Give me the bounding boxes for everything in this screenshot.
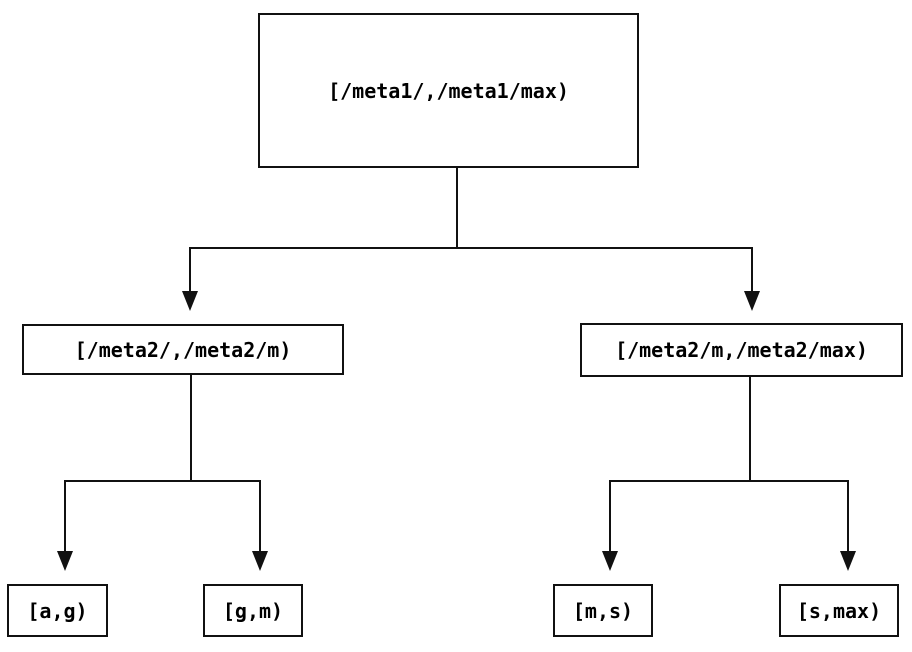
tree-node-root-label: [/meta1/,/meta1/max)	[328, 78, 569, 103]
arrowhead-icon	[182, 291, 198, 311]
tree-node-leaf-ag: [a,g)	[7, 584, 108, 637]
edge-meta2-low-to-leaf-gm	[191, 480, 268, 571]
arrowhead-icon	[602, 551, 618, 571]
tree-node-leaf-ms: [m,s)	[553, 584, 653, 637]
arrowhead-icon	[252, 551, 268, 571]
edge-meta2-low-to-leaf-ag	[57, 375, 192, 571]
tree-node-root: [/meta1/,/meta1/max)	[258, 13, 639, 168]
tree-node-leaf-smax: [s,max)	[779, 584, 899, 637]
tree-node-leaf-ag-label: [a,g)	[27, 598, 88, 623]
edge-meta2-high-to-leaf-smax	[750, 480, 856, 571]
edge-root-to-meta2-high	[457, 247, 760, 311]
tree-node-leaf-gm: [g,m)	[203, 584, 303, 637]
tree-node-leaf-ms-label: [m,s)	[572, 598, 634, 623]
arrowhead-icon	[57, 551, 73, 571]
arrowhead-icon	[744, 291, 760, 311]
tree-node-meta2-high-label: [/meta2/m,/meta2/max)	[615, 338, 868, 362]
arrowhead-icon	[840, 551, 856, 571]
tree-node-meta2-high: [/meta2/m,/meta2/max)	[580, 323, 903, 377]
edge-meta2-high-to-leaf-ms	[602, 377, 751, 571]
tree-node-leaf-gm-label: [g,m)	[222, 598, 284, 623]
edge-root-to-meta2-low	[182, 168, 458, 311]
tree-node-meta2-low-label: [/meta2/,/meta2/m)	[74, 337, 292, 362]
tree-node-meta2-low: [/meta2/,/meta2/m)	[22, 324, 344, 375]
tree-node-leaf-smax-label: [s,max)	[796, 598, 882, 623]
